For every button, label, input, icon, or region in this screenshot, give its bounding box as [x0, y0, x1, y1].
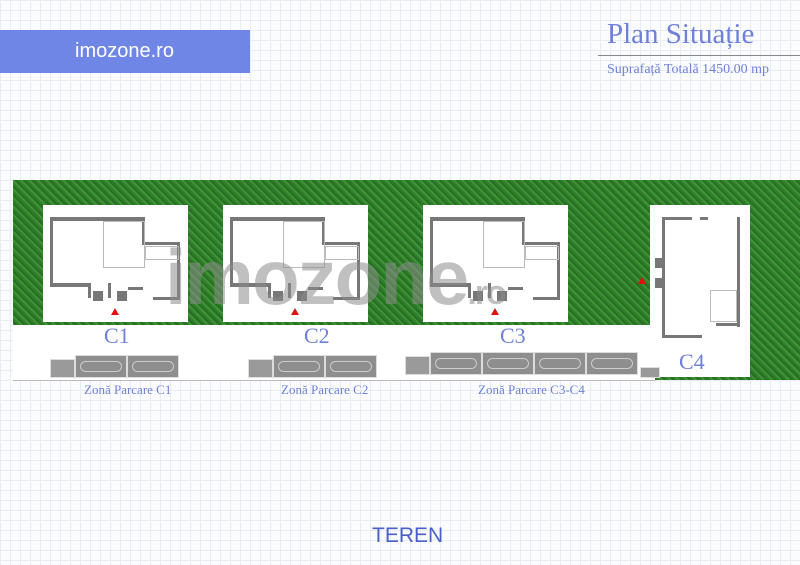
house-label-c4: C4 — [679, 349, 705, 374]
parking-space-car — [586, 352, 638, 375]
wall — [142, 217, 145, 245]
wall — [557, 242, 560, 300]
wall — [230, 217, 322, 221]
parking-space-car — [127, 355, 179, 378]
wall — [662, 217, 665, 337]
title-divider — [598, 55, 800, 56]
wall — [288, 283, 291, 298]
wall — [88, 283, 91, 298]
wall — [108, 283, 111, 298]
wall — [230, 217, 233, 287]
house-yard-c2 — [323, 225, 363, 245]
house-label-c3: C3 — [500, 323, 526, 348]
wall — [50, 217, 142, 221]
entry-arrow-icon — [638, 277, 646, 284]
logo-text: imozone.ro — [75, 40, 174, 62]
parking-x-box — [640, 367, 660, 378]
house-plot-c2 — [223, 205, 368, 322]
parking-space-car — [75, 355, 127, 378]
house-yard-c1 — [143, 225, 183, 245]
wall — [508, 287, 523, 290]
house-plot-c3 — [423, 205, 568, 322]
wall — [655, 278, 665, 288]
land-label: TEREN — [372, 524, 444, 547]
room-divider — [483, 221, 525, 268]
wall — [308, 287, 323, 290]
parking-space-car — [325, 355, 377, 378]
wall — [430, 217, 522, 221]
garden-gap — [233, 305, 358, 307]
room-divider — [145, 246, 179, 260]
parking-space-car — [482, 352, 534, 375]
wall — [716, 323, 740, 326]
wall — [322, 242, 360, 245]
wall — [662, 335, 702, 338]
porch-column — [497, 291, 507, 301]
parking-label-c1: Zonă Parcare C1 — [84, 382, 172, 397]
room-divider — [525, 246, 559, 260]
wall — [662, 217, 692, 220]
wall — [153, 297, 180, 300]
wall — [268, 283, 271, 298]
parking-x-box — [50, 359, 75, 378]
parking-x-box — [405, 356, 430, 375]
room-divider — [103, 221, 145, 268]
porch-column — [117, 291, 127, 301]
parking-label-c2: Zonă Parcare C2 — [281, 382, 369, 397]
wall — [50, 283, 90, 287]
house-label-c2: C2 — [304, 323, 330, 348]
garden-gap — [433, 305, 558, 307]
wall — [533, 297, 560, 300]
porch-column — [93, 291, 103, 301]
wall — [177, 242, 180, 300]
wall — [430, 217, 433, 287]
parking-x-box — [248, 359, 273, 378]
garden-gap — [53, 305, 178, 307]
house-label-c1: C1 — [104, 323, 130, 348]
wall — [142, 242, 180, 245]
porch-column — [473, 291, 483, 301]
page-title: Plan Situație — [607, 18, 755, 50]
wall — [333, 297, 360, 300]
wall — [230, 283, 270, 287]
wall — [522, 217, 525, 245]
parking-label-c3-c4: Zonă Parcare C3-C4 — [478, 382, 585, 397]
room-divider — [283, 221, 325, 268]
wall — [128, 287, 143, 290]
parking-space-car — [273, 355, 325, 378]
entry-arrow-icon — [491, 308, 499, 315]
wall — [737, 217, 740, 327]
room-divider — [325, 246, 359, 260]
house-plot-c1 — [43, 205, 188, 322]
wall — [488, 283, 491, 298]
stairs — [710, 290, 737, 322]
wall — [700, 217, 708, 220]
watermark: imozone.ro — [165, 233, 507, 321]
wall — [322, 217, 325, 245]
wall — [430, 283, 470, 287]
wall — [357, 242, 360, 300]
house-plot-c4 — [650, 205, 750, 377]
logo: imozone.ro — [0, 30, 250, 73]
entry-arrow-icon — [111, 308, 119, 315]
parking-space-car — [534, 352, 586, 375]
house-yard-c3 — [523, 225, 563, 245]
porch-column — [297, 291, 307, 301]
entry-arrow-icon — [291, 308, 299, 315]
wall — [522, 242, 560, 245]
wall — [655, 258, 665, 268]
parking-space-car — [430, 352, 482, 375]
porch-column — [273, 291, 283, 301]
total-area: Suprafață Totală 1450.00 mp — [607, 62, 770, 77]
wall — [468, 283, 471, 298]
wall — [50, 217, 53, 287]
